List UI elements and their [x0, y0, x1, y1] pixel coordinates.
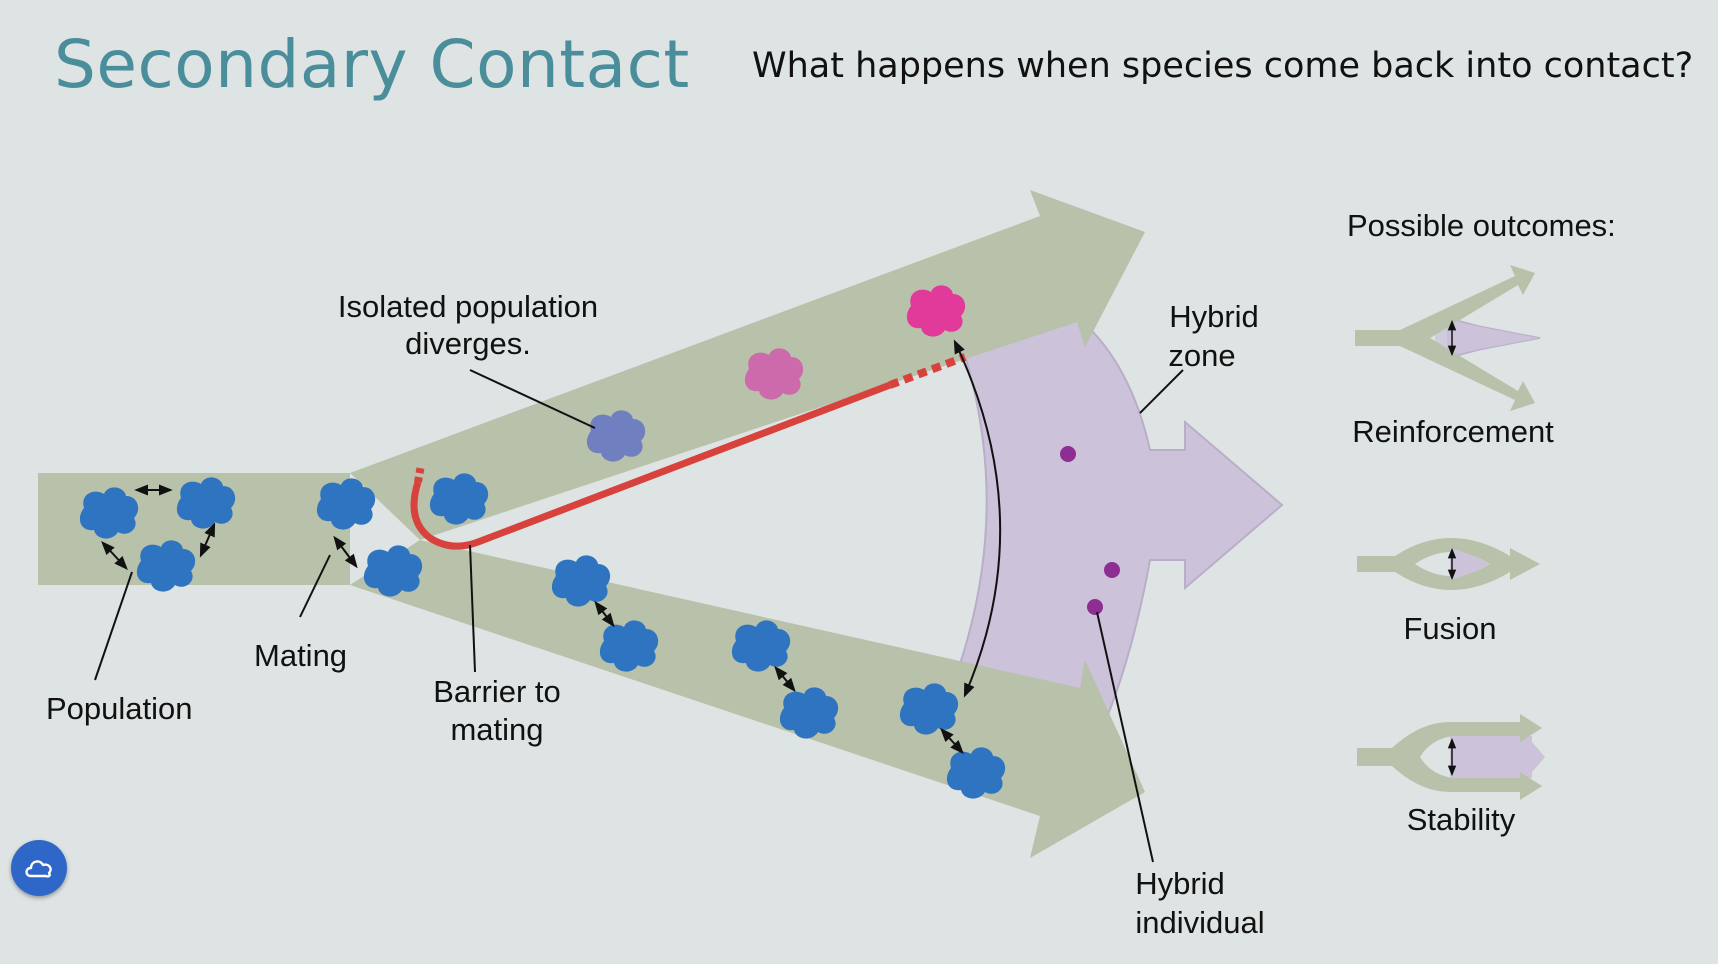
hybrid-individual-label-line2: individual: [1135, 905, 1264, 940]
reinforcement-diagram: [1355, 265, 1541, 411]
hybrid-individual-label-line1: Hybrid: [1135, 866, 1225, 901]
hybrid-dot: [1060, 446, 1076, 462]
mating-barrier-line: [410, 353, 967, 550]
isolated-label-line2: diverges.: [405, 326, 531, 361]
barrier-label-line2: mating: [450, 712, 543, 747]
stability-diagram: [1357, 714, 1545, 800]
cloud-icon: [25, 860, 52, 878]
hybrid-dot: [1104, 562, 1120, 578]
outcomes-heading: Possible outcomes:: [1347, 208, 1616, 243]
hybrid-zone-label-line2: zone: [1168, 338, 1235, 373]
fusion-diagram: [1357, 538, 1540, 590]
barrier-label-line1: Barrier to: [433, 674, 560, 709]
outcome-label-stability: Stability: [1407, 802, 1516, 837]
outcome-label-reinforcement: Reinforcement: [1352, 414, 1554, 449]
mating-label: Mating: [254, 638, 347, 673]
population-label: Population: [46, 691, 193, 726]
hybrid-individuals: [1060, 446, 1120, 615]
mating-arrows: [101, 339, 1002, 755]
outcome-label-fusion: Fusion: [1403, 611, 1496, 646]
isolated-label-line1: Isolated population: [338, 289, 598, 324]
slide-title: Secondary Contact: [54, 26, 690, 103]
hybrid-zone: [943, 313, 1284, 747]
cloud-button[interactable]: [11, 840, 67, 896]
leader-lines: [94, 369, 1184, 863]
slide-question: What happens when species come back into…: [752, 46, 1694, 86]
hybrid-dot: [1087, 599, 1103, 615]
hybrid-zone-label-line1: Hybrid: [1169, 299, 1259, 334]
